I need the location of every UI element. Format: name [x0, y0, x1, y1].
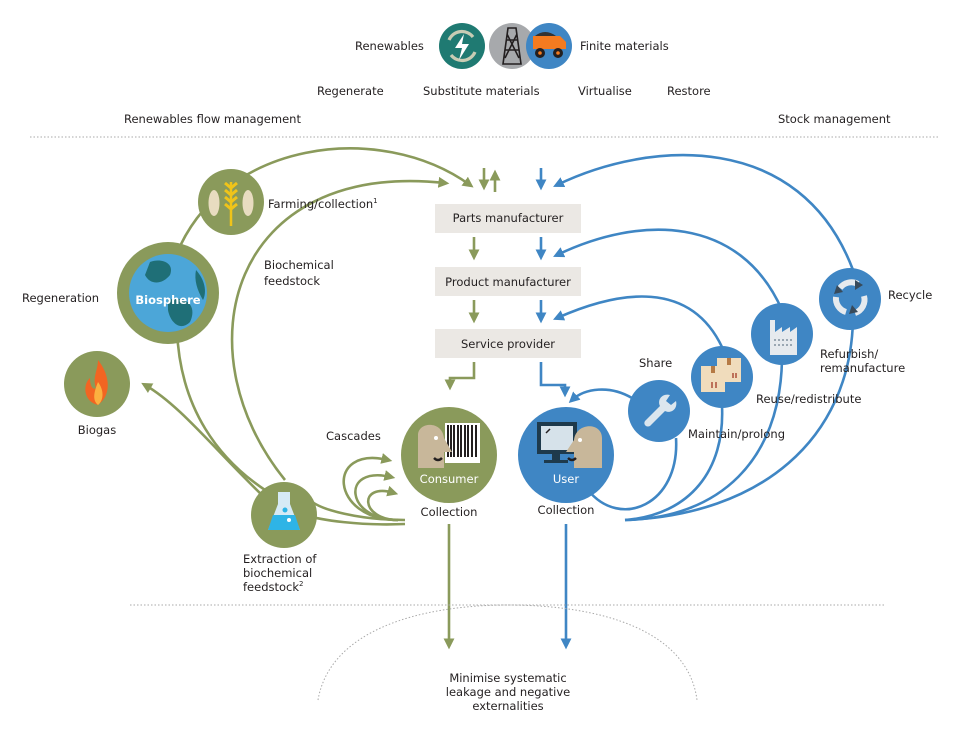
biological-cycle: [141, 147, 474, 650]
extraction-label-2: biochemical: [243, 566, 312, 580]
consumer-node: Consumer: [401, 407, 497, 503]
biosphere-label: Biosphere: [135, 293, 200, 307]
cascades-label: Cascades: [326, 429, 381, 443]
renewables-flow-management-label: Renewables flow management: [124, 112, 301, 126]
parts-manufacturer-label: Parts manufacturer: [453, 211, 564, 225]
biogas-node: [64, 351, 130, 417]
biosphere-extraction-line: [175, 329, 266, 492]
biogas-label: Biogas: [78, 423, 116, 437]
consumer-collection-label: Collection: [421, 505, 478, 519]
maintain-prolong-label: Maintain/prolong: [688, 427, 785, 441]
finite-materials-label: Finite materials: [580, 39, 669, 53]
barcode-icon: [445, 423, 480, 463]
share-label: Share: [639, 356, 672, 370]
user-label: User: [553, 472, 579, 486]
reuse-return-line: [624, 405, 724, 522]
biochemical-feedstock-arrow: [230, 176, 450, 481]
recycle-label: Recycle: [888, 288, 932, 302]
reuse-arrow: [553, 295, 724, 348]
principle-substitute-materials: Substitute materials: [423, 84, 540, 98]
leakage-label-1: Minimise systematic: [449, 671, 566, 685]
mining-truck-icon: [526, 23, 572, 69]
wrench-icon: [644, 394, 677, 427]
refurbish-arrow: [553, 228, 784, 311]
flask-icon: [268, 492, 300, 530]
principle-virtualise: Virtualise: [578, 84, 632, 98]
fish-wheat-icon: [208, 181, 254, 226]
service-provider-box: [435, 329, 581, 358]
renewables-label: Renewables: [355, 39, 424, 53]
reuse-redistribute-label: Reuse/redistribute: [756, 392, 861, 406]
boxes-icon: [701, 358, 741, 392]
biochemical-feedstock-label-2: feedstock: [264, 274, 320, 288]
leakage-section: Minimise systematic leakage and negative…: [130, 604, 885, 713]
extraction-label-1: Extraction of: [243, 552, 317, 566]
green-arrow-consumer: [444, 362, 476, 391]
leakage-label-3: externalities: [472, 699, 543, 713]
principle-restore: Restore: [667, 84, 711, 98]
principle-regenerate: Regenerate: [317, 84, 384, 98]
technical-cycle: [553, 153, 855, 650]
flame-icon: [85, 360, 108, 405]
header: Renewables Finite materials Regenerate S…: [30, 23, 940, 138]
refurbish-label-2: remanufacture: [820, 361, 905, 375]
share-arrow: [568, 388, 633, 403]
recycle-icon: [832, 279, 868, 316]
recycle-arrow: [553, 153, 855, 271]
farming-collection-label: Farming/collection1: [268, 197, 378, 211]
biochemical-feedstock-label-1: Biochemical: [264, 258, 334, 272]
oil-derrick-icon: [489, 23, 535, 69]
user-node: User: [518, 407, 614, 503]
cascade-arrow-3: [366, 485, 399, 522]
person-head-icon: [418, 424, 452, 468]
product-manufacturer-box: [435, 267, 581, 296]
stock-management-label: Stock management: [778, 112, 891, 126]
value-chain: Parts manufacturer Product manufacturer …: [435, 168, 581, 398]
parts-manufacturer-box: [435, 204, 581, 233]
extraction-node: [251, 482, 317, 548]
product-manufacturer-label: Product manufacturer: [445, 275, 571, 289]
refurbish-label-1: Refurbish/: [820, 347, 878, 361]
biogas-arrow: [141, 382, 266, 499]
farming-node: [198, 169, 264, 235]
biosphere-node: Biosphere: [117, 242, 219, 344]
maintain-node: [628, 380, 690, 442]
recycle-node: [819, 268, 881, 330]
factory-icon: [770, 320, 797, 355]
refurbish-node: [751, 303, 813, 365]
renewable-energy-icon: [439, 23, 485, 69]
consumer-label: Consumer: [420, 472, 479, 486]
user-collection-label: Collection: [538, 503, 595, 517]
maintain-loop: [586, 437, 678, 511]
extraction-label-3: feedstock2: [243, 580, 304, 594]
blue-arrow-user: [539, 362, 571, 398]
leakage-arc: [317, 604, 698, 701]
regeneration-label: Regeneration: [22, 291, 99, 305]
farming-flow-arrow: [173, 147, 474, 259]
recycle-return-line: [624, 319, 855, 522]
person-head-icon: [566, 426, 602, 468]
reuse-node: [691, 346, 753, 408]
service-provider-label: Service provider: [461, 337, 555, 351]
leakage-label-2: leakage and negative: [446, 685, 570, 699]
